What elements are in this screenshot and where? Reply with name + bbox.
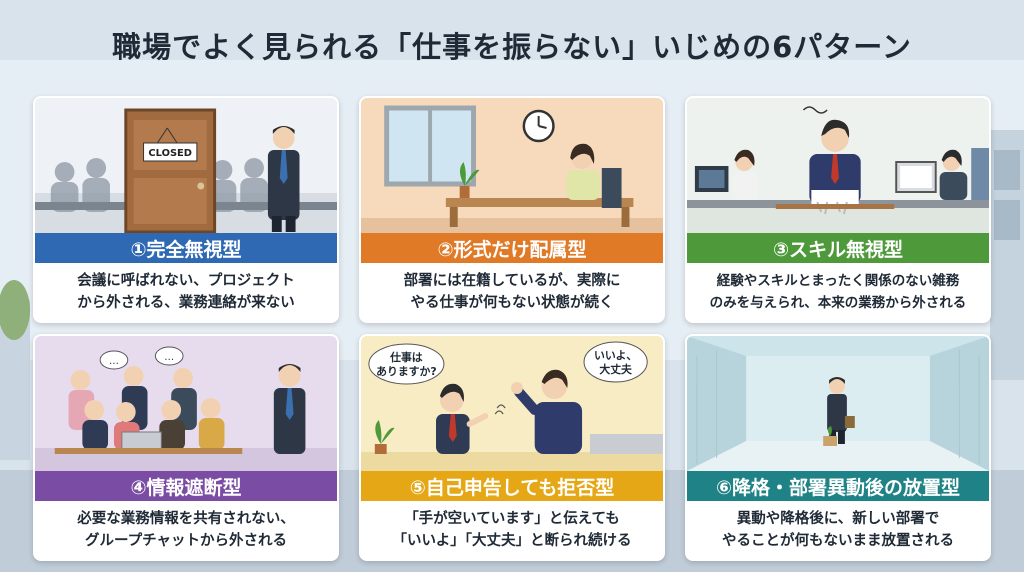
scene-empty-desk (361, 98, 663, 233)
scene-paper-shredding (687, 98, 989, 233)
card-4-label: ④情報遮断型 (35, 471, 337, 501)
card-6-desc-line-2: やることが何もないまま放置される (722, 533, 954, 549)
svg-text:…: … (109, 356, 119, 367)
card-demotion-neglect: ⑥降格・部署異動後の放置型 異動や降格後に、新しい部署で やることが何もないまま… (685, 334, 991, 561)
card-6-description: 異動や降格後に、新しい部署で やることが何もないまま放置される (687, 501, 989, 559)
card-6-label: ⑥降格・部署異動後の放置型 (687, 471, 989, 501)
card-2-desc-line-1: 部署には在籍しているが、実際に (403, 273, 621, 289)
card-2-label: ②形式だけ配属型 (361, 233, 663, 263)
card-1-label: ①完全無視型 (35, 233, 337, 263)
card-5-desc-line-1: 「手が空いています」と伝えても (404, 511, 620, 527)
card-6-desc-line-1: 異動や降格後に、新しい部署で (736, 511, 940, 527)
card-5-label: ⑤自己申告しても拒否型 (361, 471, 663, 501)
closed-sign-text: CLOSED (148, 148, 192, 159)
card-4-description: 必要な業務情報を共有されない、 グループチャットから外される (35, 501, 337, 559)
card-1-desc-line-2: から外される、業務連絡が来ない (77, 295, 295, 311)
card-1-description: 会議に呼ばれない、プロジェクト から外される、業務連絡が来ない (35, 263, 337, 321)
card-nominal-assignment: ②形式だけ配属型 部署には在籍しているが、実際に やる仕事が何もない状態が続く (359, 96, 665, 323)
card-3-label: ③スキル無視型 (687, 233, 989, 263)
card-5-desc-line-2: 「いいよ」「大丈夫」と断られ続ける (392, 533, 632, 549)
scene-empty-room (687, 336, 989, 471)
scene-closed-door: CLOSED (35, 98, 337, 233)
bubble-left-line-1: 仕事は (389, 350, 423, 364)
card-5-description: 「手が空いています」と伝えても 「いいよ」「大丈夫」と断られ続ける (361, 501, 663, 559)
card-2-description: 部署には在籍しているが、実際に やる仕事が何もない状態が続く (361, 263, 663, 321)
svg-text:…: … (164, 352, 174, 363)
card-4-desc-line-1: 必要な業務情報を共有されない、 (77, 511, 295, 527)
card-3-desc-line-2: のみを与えられ、本来の業務から外される (709, 295, 967, 311)
card-1-desc-line-1: 会議に呼ばれない、プロジェクト (77, 273, 295, 289)
card-3-description: 経験やスキルとまったく関係のない雑務 のみを与えられ、本来の業務から外される (687, 263, 989, 321)
scene-asking-for-work: 仕事は ありますか? いいよ、 大丈夫 (361, 336, 663, 471)
card-complete-ignore: CLOSED ①完全無視型 会議に呼ばれない、プロジェクト から外される、業務連… (33, 96, 339, 323)
card-skill-ignore: ③スキル無視型 経験やスキルとまったく関係のない雑務 のみを与えられ、本来の業務… (685, 96, 991, 323)
card-self-report-refused: 仕事は ありますか? いいよ、 大丈夫 ⑤自己申告しても拒否型 「手が空いていま… (359, 334, 665, 561)
card-info-block: … … ④情報遮断型 必要な業務情報を共有されない、 グループチャットから外され… (33, 334, 339, 561)
scene-group-meeting: … … (35, 336, 337, 471)
page-title: 職場でよく見られる「仕事を振らない」いじめの6パターン (112, 30, 912, 64)
card-3-desc-line-1: 経験やスキルとまったく関係のない雑務 (716, 273, 960, 289)
card-2-desc-line-2: やる仕事が何もない状態が続く (410, 295, 614, 311)
card-4-desc-line-2: グループチャットから外される (85, 533, 287, 549)
bubble-left-line-2: ありますか? (376, 365, 436, 378)
bubble-right-line-2: 大丈夫 (599, 362, 632, 376)
bubble-right-line-1: いいよ、 (594, 349, 637, 362)
